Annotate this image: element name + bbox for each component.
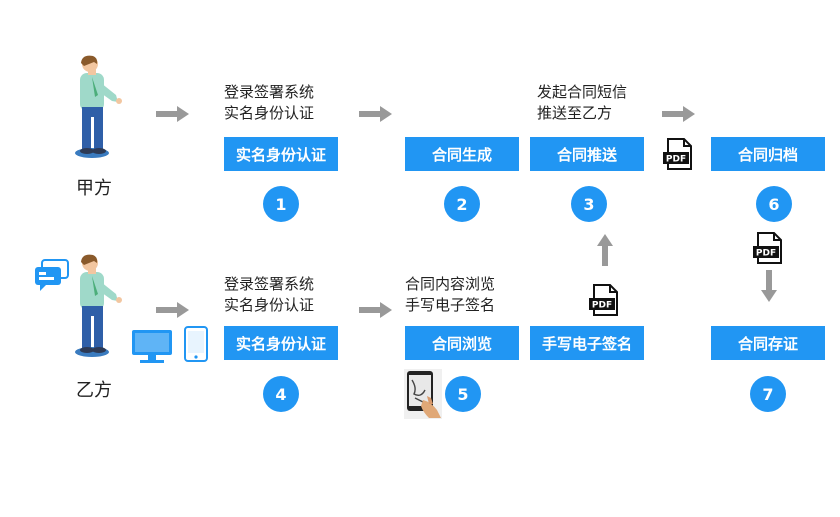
step-deposit: 合同存证 bbox=[711, 326, 825, 360]
desc-line: 发起合同短信 bbox=[537, 83, 628, 101]
pdf-label: PDF bbox=[756, 249, 776, 259]
step-generate: 合同生成 bbox=[405, 137, 519, 171]
desc-login-a: 登录签署系统 实名身份认证 bbox=[224, 82, 314, 124]
person-b-icon bbox=[75, 254, 122, 357]
arrow-up-icon bbox=[597, 234, 613, 266]
tablet-icon bbox=[184, 326, 208, 362]
desc-line: 登录签署系统 bbox=[224, 83, 315, 101]
desc-line: 手写电子签名 bbox=[405, 296, 496, 314]
arrow-right-icon bbox=[359, 106, 392, 122]
pdf-file-icon: PDF bbox=[753, 232, 782, 264]
arrow-right-icon bbox=[156, 302, 189, 318]
desc-push-sms: 发起合同短信 推送至乙方 bbox=[537, 82, 627, 124]
step-number-3: 3 bbox=[571, 186, 607, 222]
step-number-6: 6 bbox=[756, 186, 792, 222]
step-number-5: 5 bbox=[445, 376, 481, 412]
desktop-icon bbox=[132, 330, 172, 363]
step-auth-b: 实名身份认证 bbox=[224, 326, 338, 360]
chat-bubble-icon bbox=[35, 259, 69, 291]
step-push: 合同推送 bbox=[530, 137, 644, 171]
pdf-file-icon: PDF bbox=[589, 284, 618, 316]
person-a-icon bbox=[75, 55, 122, 158]
phone-signing-icon bbox=[404, 369, 442, 419]
desc-line: 合同内容浏览 bbox=[405, 275, 496, 293]
desc-line: 实名身份认证 bbox=[224, 296, 315, 314]
step-browse: 合同浏览 bbox=[405, 326, 519, 360]
arrow-right-icon bbox=[156, 106, 189, 122]
party-a-label: 甲方 bbox=[76, 178, 112, 199]
pdf-label: PDF bbox=[592, 301, 612, 311]
pdf-label: PDF bbox=[666, 155, 686, 165]
arrow-right-icon bbox=[359, 302, 392, 318]
step-sign: 手写电子签名 bbox=[530, 326, 644, 360]
desc-line: 实名身份认证 bbox=[224, 104, 315, 122]
arrow-right-icon bbox=[662, 106, 695, 122]
step-auth-a: 实名身份认证 bbox=[224, 137, 338, 171]
arrow-down-icon bbox=[761, 270, 777, 302]
party-b-label: 乙方 bbox=[76, 380, 112, 401]
step-number-1: 1 bbox=[263, 186, 299, 222]
pdf-file-icon: PDF bbox=[663, 138, 692, 170]
step-number-4: 4 bbox=[263, 376, 299, 412]
step-number-2: 2 bbox=[444, 186, 480, 222]
desc-line: 推送至乙方 bbox=[537, 104, 613, 122]
desc-line: 登录签署系统 bbox=[224, 275, 315, 293]
desc-browse: 合同内容浏览 手写电子签名 bbox=[405, 274, 495, 316]
step-archive: 合同归档 bbox=[711, 137, 825, 171]
step-number-7: 7 bbox=[750, 376, 786, 412]
desc-login-b: 登录签署系统 实名身份认证 bbox=[224, 274, 314, 316]
